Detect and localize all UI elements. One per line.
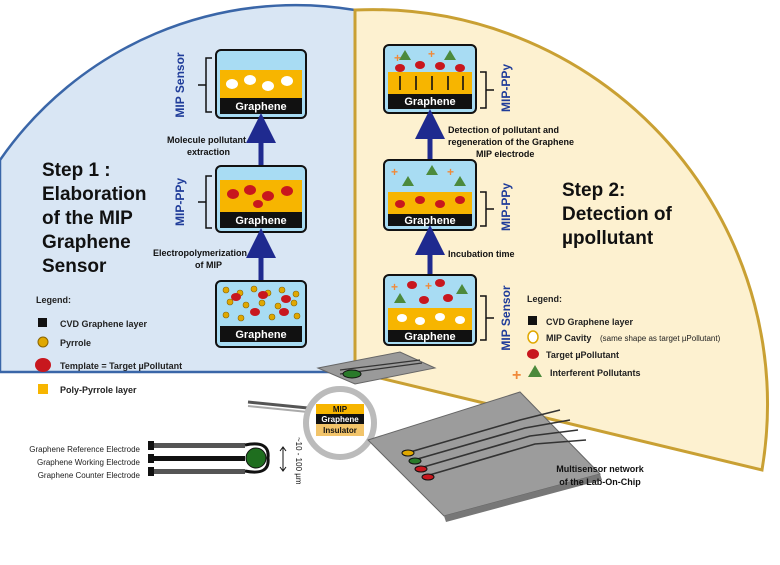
- svg-text:+: +: [391, 165, 398, 179]
- pyrrole-icon: [37, 336, 49, 348]
- step1-legend-item-pyrrole: Pyrrole: [60, 338, 91, 348]
- step2-box-detection: + + Graphene: [383, 44, 477, 114]
- step2-legend-item-target: Target µPollutant: [546, 350, 619, 360]
- step2-label-mip-sensor: MIP Sensor: [499, 285, 513, 350]
- svg-text:+: +: [391, 280, 398, 294]
- step2-legend-item-interferent: Interferent Pollutants: [550, 368, 641, 378]
- step2-label-mip-ppy-2: MIP-PPy: [499, 183, 513, 231]
- step2-box-incubation: + + Graphene: [383, 159, 477, 231]
- step2-label-mip-ppy-1: MIP-PPy: [499, 64, 513, 112]
- probe-line: [247, 400, 309, 410]
- electrode-label-reference: Graphene Reference Electrode: [29, 445, 140, 454]
- step2-legend-title: Legend:: [527, 294, 562, 304]
- step2-box-sensor: + + Graphene: [383, 274, 477, 346]
- step1-arrow-label-electro-1: Electropolymerization: [153, 248, 247, 258]
- step2-title-line-3: µpollutant: [562, 228, 654, 249]
- graphene-label: Graphene: [235, 329, 286, 341]
- step1-bracket-1: [198, 57, 212, 113]
- graphene-label: Graphene: [404, 215, 455, 227]
- step1-box-pyrrole: Graphene: [215, 280, 307, 348]
- svg-text:+: +: [428, 47, 435, 61]
- step1-legend-item-template: Template = Target µPollutant: [60, 361, 182, 371]
- step1-box-mip-sensor: Graphene: [215, 49, 307, 119]
- step2-title: Step 2: Detection of µpollutant: [562, 180, 672, 249]
- template-icon: [35, 358, 51, 372]
- polypyrrole-icon: [38, 384, 48, 394]
- target-icon: [527, 349, 539, 359]
- step1-label-mip-sensor: MIP Sensor: [173, 52, 187, 117]
- zoom-label-mip: MIP: [333, 405, 348, 414]
- step1-title-line-4: Graphene: [42, 232, 131, 253]
- step1-arrow-label-extraction-1: Molecule pollutant: [167, 135, 246, 145]
- graphene-label: Graphene: [235, 215, 286, 227]
- step1-label-mip-ppy: MIP-PPy: [173, 178, 187, 226]
- graphene-layer-icon: [528, 316, 537, 325]
- step1-arrow-label-electro-2: of MIP: [195, 260, 222, 270]
- step1-legend-item-graphene: CVD Graphene layer: [60, 319, 148, 329]
- step2-sector: [353, 8, 769, 472]
- cross-icon: +: [512, 367, 521, 384]
- network-label-2: of the Lab-On-Chip: [559, 477, 641, 487]
- step2-legend-item-cavity-note: (same shape as target µPollutant): [600, 334, 721, 343]
- step2-title-line-1: Step 2:: [562, 180, 625, 201]
- step2-title-line-2: Detection of: [562, 204, 672, 225]
- electrode-label-counter: Graphene Counter Electrode: [38, 471, 141, 480]
- network-label-1: Multisensor network: [556, 464, 645, 474]
- svg-text:+: +: [447, 165, 454, 179]
- step1-title-line-1: Step 1 :: [42, 160, 111, 181]
- step2-arrow-label-detection-2: regeneration of the Graphene: [448, 137, 574, 147]
- step2-bracket-1: [480, 71, 494, 109]
- step1-title-line-5: Sensor: [42, 256, 107, 277]
- zoom-label-graphene: Graphene: [321, 415, 359, 424]
- svg-text:+: +: [425, 279, 432, 293]
- step1-legend-item-ppy: Poly-Pyrrole layer: [60, 385, 137, 395]
- graphene-label: Graphene: [235, 101, 286, 113]
- step1-arrow-label-extraction-2: extraction: [187, 147, 230, 157]
- cavity-icon: [527, 330, 539, 344]
- step1-title-line-3: of the MIP: [42, 208, 133, 229]
- graphene-layer-icon: [38, 318, 47, 327]
- step2-arrow-label-detection-3: MIP electrode: [476, 149, 534, 159]
- small-chip: [316, 351, 437, 385]
- dimension-label: ~10 - 100 µm: [294, 437, 303, 485]
- step2-legend: Legend: CVD Graphene layer MIP Cavity (s…: [512, 294, 721, 384]
- triangle-icon: [528, 365, 542, 377]
- electrode-label-working: Graphene Working Electrode: [37, 458, 141, 467]
- multisensor-chip: [367, 391, 602, 522]
- step2-arrow-label-detection-1: Detection of pollutant and: [448, 125, 559, 135]
- step1-legend-title: Legend:: [36, 295, 71, 305]
- step1-legend: Legend: CVD Graphene layer Pyrrole Templ…: [35, 295, 182, 395]
- step1-title-line-2: Elaboration: [42, 184, 147, 205]
- zoom-circle: MIP Graphene Insulator: [303, 386, 377, 460]
- svg-text:+: +: [394, 51, 401, 65]
- step2-legend-item-cavity: MIP Cavity: [546, 333, 591, 343]
- step1-box-mip-ppy: Graphene: [215, 165, 307, 233]
- step2-bracket-2: [480, 191, 494, 227]
- step2-bracket-3: [480, 295, 494, 341]
- electrode-diagram: ~10 - 100 µm Graphene Reference Electrod…: [29, 437, 303, 485]
- zoom-label-insulator: Insulator: [323, 426, 357, 435]
- step2-legend-item-graphene: CVD Graphene layer: [546, 317, 634, 327]
- graphene-label: Graphene: [404, 331, 455, 343]
- step1-title: Step 1 : Elaboration of the MIP Graphene…: [42, 160, 147, 277]
- step2-arrow-label-incubation: Incubation time: [448, 249, 515, 259]
- graphene-label: Graphene: [404, 96, 455, 108]
- step1-bracket-2: [198, 175, 212, 229]
